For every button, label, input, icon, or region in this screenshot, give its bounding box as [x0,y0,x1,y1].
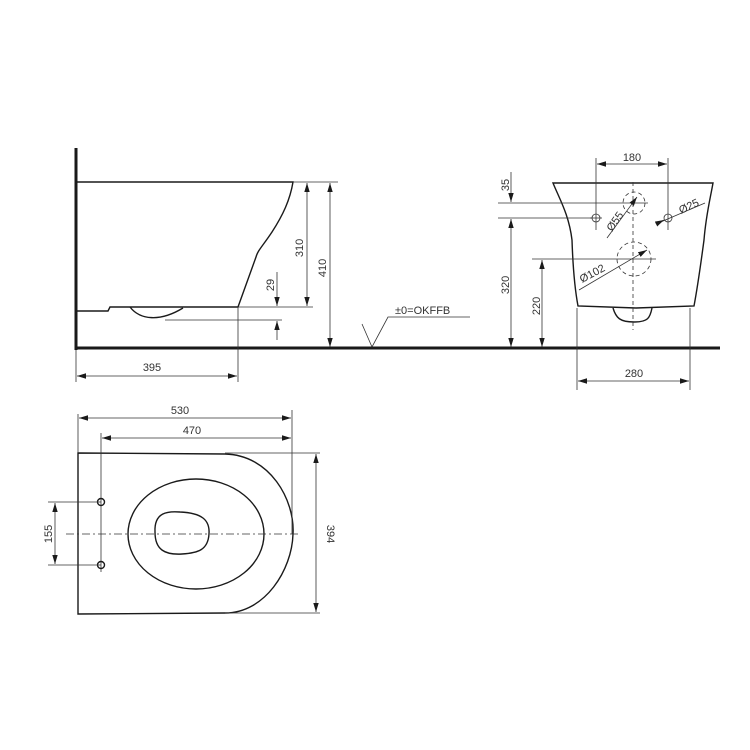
dim-d55-label: Ø55 [605,210,627,234]
top-outer-outline [77,452,294,615]
side-view: 310 410 29 395 [74,148,720,382]
side-outlet-curve [129,306,184,319]
dim-d25-label: Ø25 [677,197,701,217]
front-view: 180 35 320 220 280 Ø55 Ø25 Ø102 [498,152,714,390]
dim-394-label: 394 [324,525,336,543]
dim-29-label: 29 [265,279,277,291]
bowl-opening [154,511,210,555]
dim-395-label: 395 [143,362,161,374]
dim-180-label: 180 [623,152,641,164]
dim-155-label: 155 [43,525,55,543]
front-outlet [612,307,653,323]
dim-220-label: 220 [531,297,543,315]
dim-280-label: 280 [625,368,643,380]
floor-reference: ±0=OKFFB [361,305,470,348]
dim-320-label: 320 [500,276,512,294]
dim-470-label: 470 [183,425,201,437]
floor-reference-label: ±0=OKFFB [395,305,450,317]
side-bowl-outline [76,181,294,312]
top-view: 530 470 155 394 [43,405,336,615]
dim-530-label: 530 [171,405,189,417]
dim-410-label: 410 [317,259,329,277]
front-bowl-outline [551,182,714,309]
dim-35-label: 35 [500,179,512,191]
dim-310-label: 310 [294,239,306,257]
